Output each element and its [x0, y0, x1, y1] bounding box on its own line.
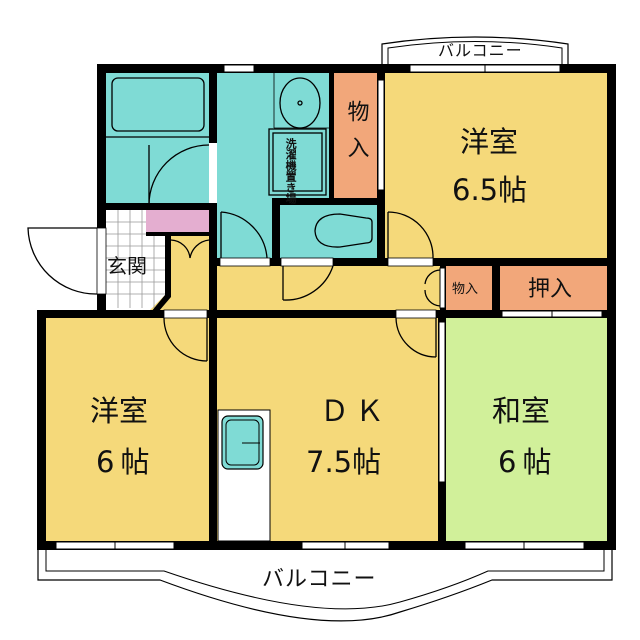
- japanese-room: [446, 318, 607, 541]
- entrance: [106, 210, 146, 308]
- south-balcony: [37, 548, 613, 622]
- toilet: [280, 205, 377, 258]
- western-room-north-name: 洋室: [460, 125, 519, 159]
- bathroom: [106, 73, 209, 207]
- toilet-bowl: [314, 213, 373, 248]
- western-room-west-name: 洋室: [90, 394, 149, 428]
- storage-small-label: 物入: [452, 282, 479, 297]
- north-balcony-label: バルコニー: [438, 41, 523, 60]
- storage-small: [446, 266, 492, 310]
- south-balcony-label: バルコニー: [262, 567, 377, 592]
- japanese-room-size: 6帖: [498, 445, 558, 479]
- western-room-north-size: 6.5帖: [452, 173, 528, 207]
- dk-size: 7.5帖: [306, 445, 382, 479]
- washer-space: [268, 128, 327, 196]
- closet: [500, 266, 607, 310]
- dk-name: ＤＫ: [320, 394, 391, 428]
- storage-north-label: 物入: [343, 100, 369, 172]
- entrance-label: 玄関: [107, 254, 147, 278]
- western-room-west: [46, 318, 209, 541]
- hallway: [150, 236, 440, 310]
- windows: [55, 64, 603, 550]
- japanese-room-name: 和室: [492, 394, 551, 428]
- fixtures: [106, 71, 373, 248]
- closet-label: 押入: [528, 277, 573, 302]
- north-balcony: [381, 36, 569, 64]
- storage-north: [333, 73, 377, 198]
- western-room-west-size: 6帖: [96, 445, 156, 479]
- doors: [27, 143, 441, 362]
- shoebox: [146, 210, 209, 234]
- western-room-north: [385, 73, 607, 258]
- bathtub: [111, 77, 205, 132]
- washer-space-label: 洗濯機置き場: [284, 138, 298, 204]
- sliding-doors: [377, 79, 446, 483]
